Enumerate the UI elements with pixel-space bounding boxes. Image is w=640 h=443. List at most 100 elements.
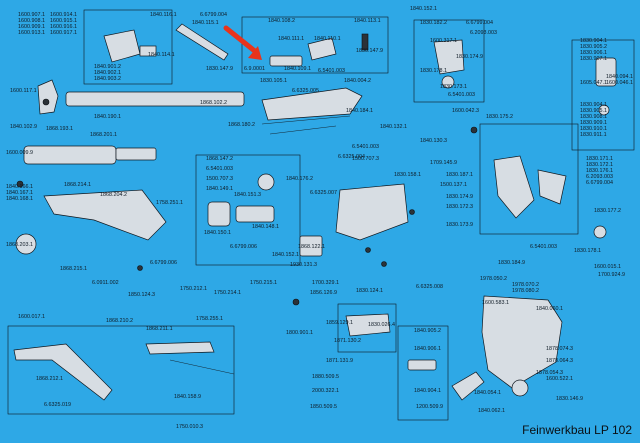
part-label: 6.5401.003 (318, 68, 345, 74)
valve-seal-ring (257, 173, 275, 191)
part-label: 1868.204.2 (100, 192, 127, 198)
part-label: 1868.102.2 (200, 100, 227, 106)
part-label: 1600.583.1 (482, 300, 509, 306)
part-label: 1840.132.1 (380, 124, 407, 130)
part-label: 1868.147.2 (206, 156, 233, 162)
part-label: 1830.182.2 (420, 20, 447, 26)
lever-link (269, 55, 303, 67)
trigger-unit-box (413, 19, 485, 103)
part-label: 1868.214.1 (64, 182, 91, 188)
part-label: 1800.901.1 (286, 330, 313, 336)
part-label: 1830.146.9 (556, 396, 583, 402)
part-label: 1700.329.1 (312, 280, 339, 286)
part-label: 1830.905.2 (580, 44, 607, 50)
part-label: 1840.152.1 (410, 6, 437, 12)
part-label: 1830.026.4 (368, 322, 395, 328)
main-housing (335, 183, 409, 241)
part-label: 1200.509.9 (416, 404, 443, 410)
part-label: 6.6325.007 (310, 190, 337, 196)
screw-f (470, 126, 478, 134)
part-number-labels: 1600.907.11600.908.11600.909.11600.913.1… (6, 6, 633, 430)
part-label: 1868.203.1 (6, 242, 33, 248)
part-label: 6.6325.005 (292, 88, 319, 94)
trigger-guard-plate (537, 169, 567, 205)
part-label: 1840.004.2 (344, 78, 371, 84)
part-label: 1840.116.1 (150, 12, 177, 18)
part-label: 6.6799.004 (200, 12, 227, 18)
part-label: 1830.176.1 (586, 168, 613, 174)
part-label: 1830.171.1 (586, 156, 613, 162)
part-label: 6.5401.003 (206, 166, 233, 172)
front-sight-screw (42, 98, 50, 106)
lever-hook (307, 37, 337, 61)
trigger-adjust-wheel (441, 75, 455, 89)
part-label: 1750.215.1 (250, 280, 277, 286)
part-label: 1840.149.1 (206, 186, 233, 192)
pointer-arrow-shaft (223, 25, 259, 55)
valve-body (207, 201, 231, 227)
pistol-grip (481, 295, 563, 389)
part-label: 1840.108.2 (268, 18, 295, 24)
part-label: 1600.017.1 (18, 314, 45, 320)
part-label: 1840.111.1 (278, 36, 304, 42)
stock-frame (43, 189, 167, 241)
valve-piston (235, 205, 275, 223)
part-label: 1868.193.1 (46, 126, 73, 132)
part-label: 1978.080.2 (512, 288, 539, 294)
part-label: 1600.117.1 (10, 88, 37, 94)
part-label: 6.9.0001 (244, 66, 265, 72)
valve-assembly-box (195, 154, 301, 266)
screw-set-box (397, 325, 449, 421)
part-label: 1868.201.1 (90, 132, 117, 138)
part-label: 1830.173.1 (440, 84, 467, 90)
part-label: 1840.054.1 (474, 390, 501, 396)
part-label: 1605.047.1 (580, 80, 607, 86)
part-label: 1830.172.1 (586, 162, 613, 168)
part-label: 1840.148.1 (252, 224, 279, 230)
trigger-blade (433, 39, 465, 75)
part-label: 1840.152.1 (272, 252, 299, 258)
part-label: 1830.105.1 (260, 78, 287, 84)
part-label: 1868.210.2 (106, 318, 133, 324)
part-label: 1840.902.1 (94, 70, 121, 76)
part-label: 1750.212.1 (180, 286, 207, 292)
part-label: 1868.212.1 (36, 376, 63, 382)
trigger-housing (493, 155, 535, 219)
rear-sight-blade (139, 45, 157, 57)
part-label: 1700.924.9 (598, 272, 625, 278)
part-label: 1830.904.1 (580, 38, 607, 44)
part-label: 1830.184.9 (498, 260, 525, 266)
part-label: 1868.211.1 (146, 326, 173, 332)
part-label: 6.0911.002 (92, 280, 119, 286)
part-label: 1840.062.1 (478, 408, 505, 414)
spring-rod (269, 125, 337, 135)
diagram-title: Feinwerkbau LP 102 (522, 423, 632, 437)
part-label: 1840.115.1 (192, 20, 219, 26)
housing-block (299, 235, 323, 257)
part-label: 1750.214.1 (214, 290, 241, 296)
receiver-guide-line (261, 115, 351, 125)
part-label: 1830.147.9 (356, 48, 383, 54)
part-label: 1850.124.3 (128, 292, 155, 298)
part-label: 1840.168.1 (6, 196, 33, 202)
part-label: 1600.914.1 (50, 12, 77, 18)
grip-slide (145, 341, 215, 355)
part-label: 1859.129.1 (326, 320, 353, 326)
part-label: 1830.906.1 (580, 50, 607, 56)
hammer-block (345, 313, 391, 337)
front-sight (37, 79, 59, 115)
trigger-housing-box (479, 123, 579, 235)
screw-a (365, 247, 371, 253)
part-label: 1840.110.1 (314, 36, 341, 42)
part-label: 1840.150.1 (204, 230, 231, 236)
part-label: 1840.901.2 (94, 64, 121, 70)
upper-receiver (261, 87, 363, 121)
part-label: 1978.070.2 (512, 282, 539, 288)
part-label: 1840.190.1 (94, 114, 121, 120)
part-label: 1600.009.9 (6, 150, 33, 156)
part-label: 1500.137.1 (440, 182, 467, 188)
part-label: 6.6325.008 (416, 284, 443, 290)
screw-c (409, 209, 415, 215)
part-label: 1878.074.3 (546, 346, 573, 352)
